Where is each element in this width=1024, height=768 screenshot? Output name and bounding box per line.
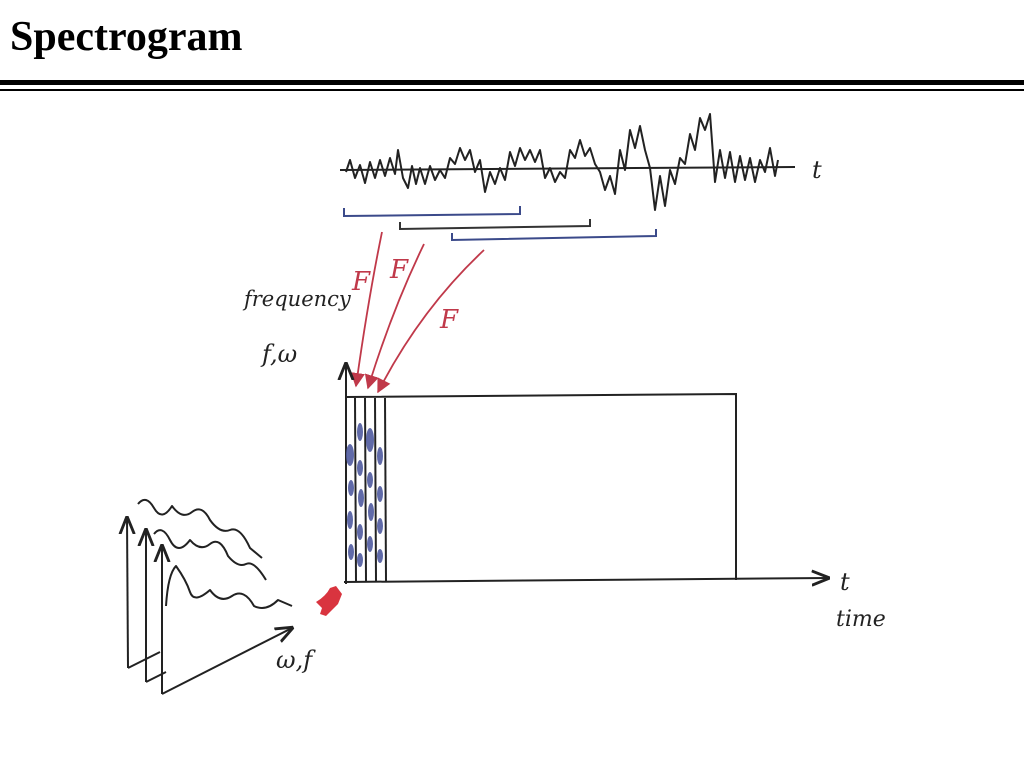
title-rule-thick	[0, 80, 1024, 85]
energy-blob	[348, 544, 354, 560]
spectrogram-column-2	[364, 397, 367, 582]
energy-blob	[377, 549, 383, 563]
spectrum-axis-1	[127, 518, 128, 669]
fourier-symbol-2: F	[389, 255, 409, 285]
spectrogram-columns	[354, 397, 387, 582]
energy-blob	[377, 518, 383, 534]
spectrum-frequency-axis	[161, 628, 292, 695]
energy-blob	[366, 428, 374, 452]
time-axis-label: time	[836, 607, 886, 632]
signal-axis-label: t	[812, 156, 822, 184]
energy-blob	[377, 447, 383, 465]
spectra-axis-label: ω,f	[276, 646, 316, 674]
energy-blob	[347, 511, 353, 529]
title-rule-thin	[0, 89, 1024, 91]
spectrogram-frame	[345, 392, 737, 580]
spectrogram-column-4	[384, 397, 387, 582]
energy-blob	[357, 524, 363, 540]
energy-blob	[357, 423, 363, 441]
energy-blob	[377, 486, 383, 502]
frequency-axis-label: frequency	[242, 287, 352, 311]
frequency-axis-symbol: f,ω	[260, 340, 297, 368]
analysis-windows	[343, 206, 657, 242]
spectrum-curve-2	[153, 529, 267, 581]
fourier-symbol-1: F	[351, 267, 371, 297]
spectrogram-plot: frequency f,ω	[242, 287, 886, 632]
spectrum-curve-1	[137, 498, 263, 559]
fourier-symbol-3: F	[439, 305, 459, 335]
signal-waveform	[345, 113, 779, 211]
spectrum-axis-1-base	[127, 651, 161, 669]
window-2	[399, 219, 591, 231]
window-1	[343, 206, 521, 218]
energy-blob	[358, 489, 364, 507]
window-3	[451, 229, 657, 242]
spectrum-axis-2-base	[145, 671, 167, 683]
energy-blob	[367, 536, 373, 552]
energy-blob	[357, 460, 363, 476]
energy-blob	[367, 472, 373, 488]
energy-blob	[357, 553, 363, 567]
slide-title: Spectrogram	[10, 14, 243, 60]
red-pointer-marker	[316, 586, 342, 616]
fourier-arrow-2	[364, 243, 425, 390]
energy-blob	[348, 480, 354, 496]
fourier-arrow-3	[377, 249, 485, 394]
spectrogram-column-1	[354, 397, 357, 582]
time-axis-symbol: t	[840, 568, 850, 596]
energy-blob	[368, 503, 374, 521]
energy-blob	[346, 444, 354, 466]
time-axis	[343, 578, 828, 582]
stacked-spectra	[127, 498, 293, 695]
spectrogram-energy-blobs	[346, 423, 383, 567]
fourier-arrows	[350, 231, 485, 394]
time-signal: t	[339, 113, 822, 211]
spectrogram-column-3	[374, 397, 377, 582]
fourier-arrow-1	[350, 231, 383, 388]
spectrum-curve-3	[165, 565, 293, 609]
